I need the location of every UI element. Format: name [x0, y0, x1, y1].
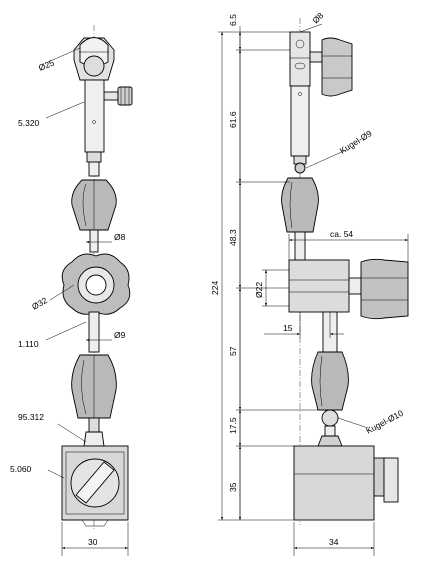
dim-chain-vertical: [218, 26, 320, 521]
label-48-3: 48.3: [228, 229, 238, 246]
magnetic-base: [61, 445, 129, 527]
label-ca54: ca. 54: [330, 229, 353, 239]
central-clamp: [61, 253, 131, 315]
fine-adjust-screw: [103, 86, 133, 106]
label-right-d8: Ø8: [310, 10, 325, 25]
leader-5320: [45, 101, 85, 119]
label-d22: Ø22: [254, 282, 264, 298]
label-1110: 1.110: [18, 339, 39, 349]
upper-tube: [84, 79, 105, 153]
dim-d22: [262, 269, 289, 307]
leader-95312: [57, 423, 87, 443]
dim-w30: [61, 522, 129, 556]
leader-kugel10: [337, 417, 369, 429]
top-holder: [289, 31, 311, 87]
leader-1110: [45, 321, 87, 341]
label-61-6: 61.6: [228, 111, 238, 128]
dim-15: [264, 312, 344, 338]
label-57: 57: [228, 346, 238, 356]
label-d32: Ø32: [30, 295, 49, 312]
right-lower-grip: [311, 351, 349, 411]
dim-w34: [293, 522, 375, 556]
top-knob-side: [309, 37, 353, 97]
label-15: 15: [283, 323, 293, 333]
right-clamp-body: [288, 258, 409, 320]
label-6-5: 6.5: [228, 14, 238, 26]
label-w30: 30: [88, 537, 98, 547]
label-224: 224: [210, 281, 220, 295]
label-kugel9: Kugel-Ø9: [338, 128, 374, 156]
leader-d32: [49, 284, 75, 301]
dim-ca54: [288, 234, 409, 262]
label-d8: Ø8: [114, 232, 126, 242]
leader-d25: [47, 47, 81, 63]
right-base: [293, 445, 399, 521]
label-d9: Ø9: [114, 330, 126, 340]
label-5320: 5.320: [18, 118, 40, 128]
label-kugel10: Kugel-Ø10: [364, 408, 405, 436]
label-95312: 95.312: [18, 412, 44, 422]
label-35: 35: [228, 482, 238, 492]
right-upper-grip: [281, 177, 319, 233]
leader-5060: [47, 469, 65, 479]
leader-kugel9: [305, 149, 347, 169]
label-5060: 5.060: [10, 464, 32, 474]
left-view: Ø25 5.320 Ø8 Ø32 Ø9 1.110 95.312 5.060 3…: [10, 25, 133, 556]
label-17-5: 17.5: [228, 417, 238, 434]
top-clamp-knob: [73, 37, 115, 81]
label-w34: 34: [329, 537, 339, 547]
leader-right-d8: [299, 23, 323, 33]
right-view: 6.5 Ø8 61.6 Kugel-Ø9 48.3 ca. 54 Ø22 224…: [210, 10, 409, 556]
